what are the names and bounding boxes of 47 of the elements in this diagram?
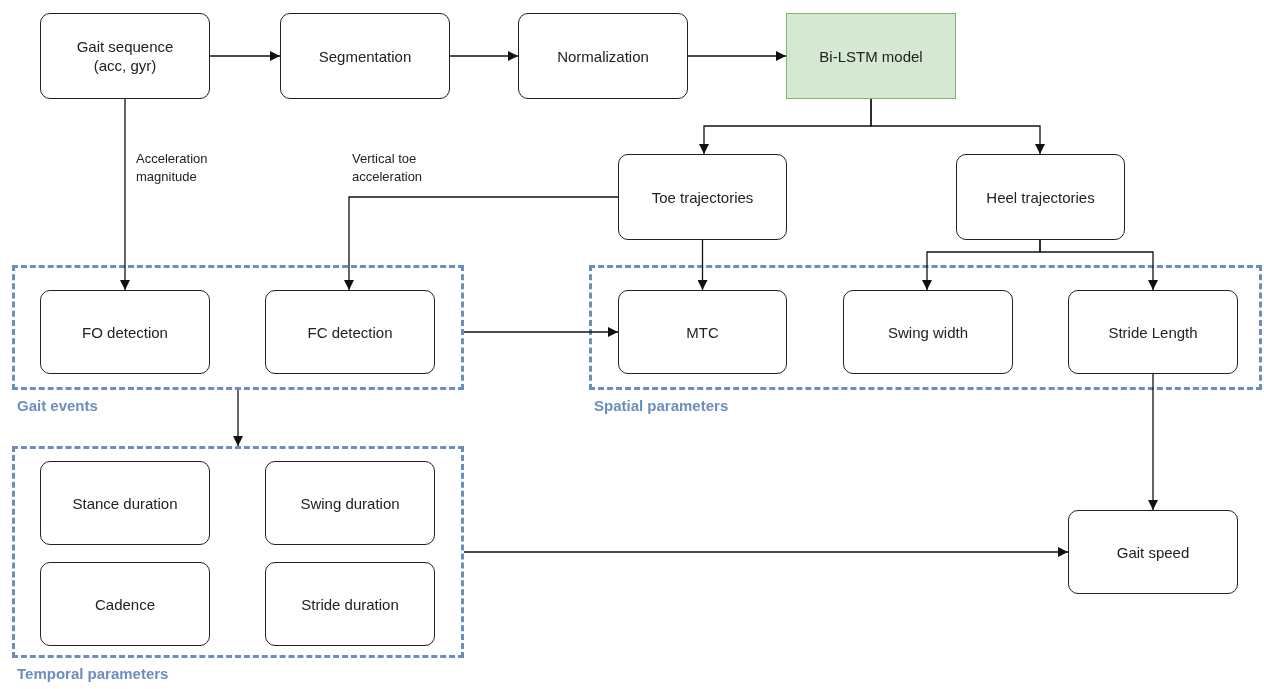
node-label: Segmentation [318, 46, 412, 66]
arrow [120, 98, 130, 291]
arrow [209, 51, 281, 61]
arrow [870, 98, 1045, 155]
group-label: Gait events [17, 397, 98, 414]
node-label: Heel trajectories [986, 187, 1095, 207]
group-label: Temporal parameters [17, 665, 169, 682]
node-label: Cadence [94, 594, 155, 614]
process-box [956, 154, 1125, 240]
process-box [40, 562, 210, 646]
process-box [280, 13, 450, 99]
node-label: Gait speed [1116, 542, 1190, 562]
arrow [233, 389, 243, 447]
process-box [843, 290, 1013, 374]
process-box [518, 13, 688, 99]
node-label: MTC [686, 322, 719, 342]
node-label: Toe trajectories [651, 187, 754, 207]
node-label: Gait sequence (acc, gyr) [75, 37, 175, 75]
node-label: Stance duration [72, 493, 178, 513]
arrow [697, 239, 708, 291]
node-label: Bi-LSTM model [819, 46, 923, 66]
process-box [265, 290, 435, 374]
node-label: Stride Length [1108, 322, 1198, 342]
node-label: Stride duration [301, 594, 399, 614]
process-box [1068, 510, 1238, 594]
process-box [40, 290, 210, 374]
node-label: Swing duration [300, 493, 400, 513]
arrow [1039, 239, 1158, 291]
process-box [618, 154, 787, 240]
group-label: Spatial parameters [594, 397, 729, 414]
node-label: FC detection [307, 322, 393, 342]
process-box [1068, 290, 1238, 374]
node-label: Normalization [557, 46, 649, 66]
model-box [786, 13, 956, 99]
arrow [449, 51, 519, 61]
process-box [618, 290, 787, 374]
process-box [265, 461, 435, 545]
node-label: FO detection [82, 322, 168, 342]
arrow [463, 547, 1069, 557]
arrow [1148, 373, 1158, 511]
arrow [344, 196, 619, 291]
node-label: Swing width [887, 322, 968, 342]
process-box [40, 461, 210, 545]
arrow [463, 327, 619, 337]
process-box [40, 13, 210, 99]
arrow [687, 51, 787, 61]
process-box [265, 562, 435, 646]
